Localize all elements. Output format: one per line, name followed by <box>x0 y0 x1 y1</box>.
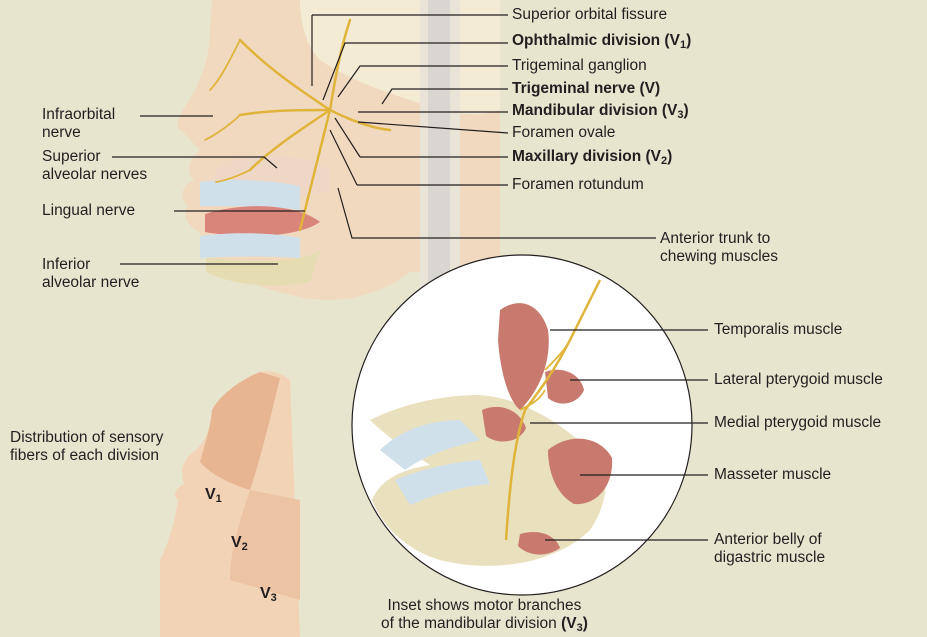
label-masseter-muscle: Masseter muscle <box>714 466 831 484</box>
inset-caption-close: ) <box>583 615 588 632</box>
inferior-alveolar-line1: Inferior <box>42 256 139 274</box>
zone-v2-label: V2 <box>231 534 248 552</box>
label-mandibular-division: Mandibular division (V3) <box>512 102 689 120</box>
inset-caption-v: (V3) <box>561 615 588 632</box>
label-trigeminal-nerve: Trigeminal nerve (V) <box>512 80 660 98</box>
label-superior-alveolar-nerves: Superior alveolar nerves <box>42 148 147 184</box>
zone-v1-letter: V <box>205 486 216 503</box>
inset-caption-line2-text: of the mandibular division <box>381 615 561 632</box>
inset-caption: Inset shows motor branches of the mandib… <box>381 597 588 633</box>
zone-v2-subscript: 2 <box>242 541 248 553</box>
inset-circle <box>352 255 692 595</box>
distribution-line1: Distribution of sensory <box>10 429 163 447</box>
zone-v3-label: V3 <box>260 585 277 603</box>
digastric-line2: digastric muscle <box>714 549 825 567</box>
zone-v1-label: V1 <box>205 486 222 504</box>
label-foramen-ovale: Foramen ovale <box>512 124 615 142</box>
label-lingual-nerve: Lingual nerve <box>42 202 135 220</box>
inferior-alveolar-line2: alveolar nerve <box>42 274 139 292</box>
label-distribution-sensory-fibers: Distribution of sensory fibers of each d… <box>10 429 163 465</box>
label-anterior-belly-digastric: Anterior belly of digastric muscle <box>714 531 825 567</box>
sagittal-head <box>177 0 500 300</box>
label-ophthalmic-division: Ophthalmic division (V1) <box>512 32 691 50</box>
inset-caption-v-letter: (V <box>561 615 577 632</box>
label-anterior-trunk: Anterior trunk to chewing muscles <box>660 230 778 266</box>
label-lateral-pterygoid-muscle: Lateral pterygoid muscle <box>714 371 883 389</box>
maxillary-subscript: 2 <box>661 155 667 167</box>
sensory-distribution-face <box>160 371 300 637</box>
label-superior-orbital-fissure: Superior orbital fissure <box>512 6 667 24</box>
mandibular-text: Mandibular division (V <box>512 102 677 119</box>
digastric-line1: Anterior belly of <box>714 531 825 549</box>
mandibular-subscript: 3 <box>677 109 683 121</box>
maxillary-text: Maxillary division (V <box>512 148 661 165</box>
zone-v1-subscript: 1 <box>216 493 222 505</box>
label-infraorbital-nerve: Infraorbital nerve <box>42 106 115 142</box>
superior-alveolar-line1: Superior <box>42 148 147 166</box>
distribution-line2: fibers of each division <box>10 447 163 465</box>
zone-v3-subscript: 3 <box>271 592 277 604</box>
zone-v3-letter: V <box>260 585 271 602</box>
inset-caption-line1: Inset shows motor branches <box>381 597 588 615</box>
label-medial-pterygoid-muscle: Medial pterygoid muscle <box>714 414 881 432</box>
ophthalmic-subscript: 1 <box>680 39 686 51</box>
label-inferior-alveolar-nerve: Inferior alveolar nerve <box>42 256 139 292</box>
label-temporalis-muscle: Temporalis muscle <box>714 321 842 339</box>
superior-alveolar-line2: alveolar nerves <box>42 166 147 184</box>
label-maxillary-division: Maxillary division (V2) <box>512 148 672 166</box>
infraorbital-line2: nerve <box>42 124 115 142</box>
anterior-trunk-line2: chewing muscles <box>660 248 778 266</box>
label-trigeminal-ganglion: Trigeminal ganglion <box>512 57 647 75</box>
ophthalmic-text: Ophthalmic division (V <box>512 32 680 49</box>
label-foramen-rotundum: Foramen rotundum <box>512 176 644 194</box>
anterior-trunk-line1: Anterior trunk to <box>660 230 778 248</box>
infraorbital-line1: Infraorbital <box>42 106 115 124</box>
zone-v2-letter: V <box>231 534 242 551</box>
inset-caption-line2: of the mandibular division (V3) <box>381 615 588 633</box>
